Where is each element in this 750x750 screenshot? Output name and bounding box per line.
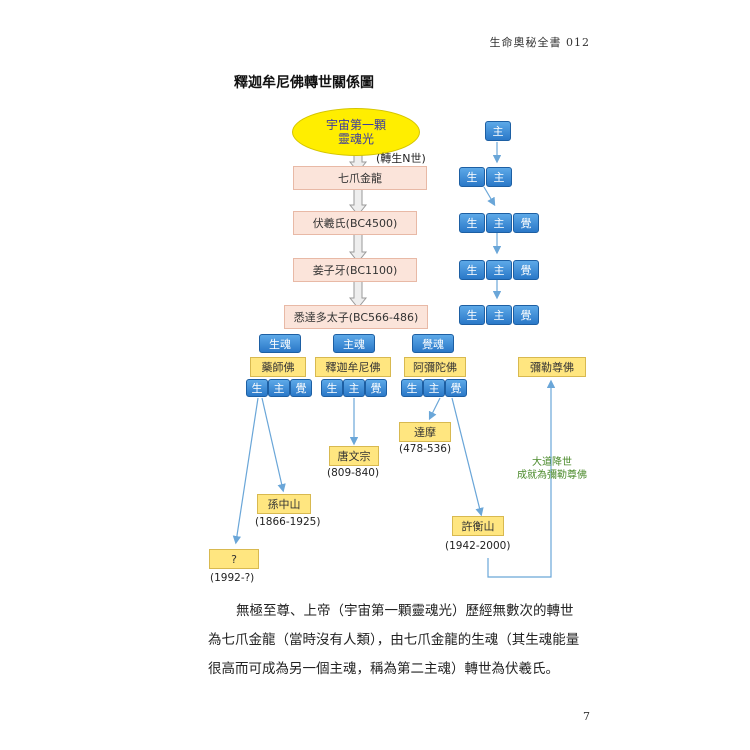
body-line-3: 很高而可成為另一個主魂，稱為第二主魂）轉世為伏羲氏。: [208, 661, 559, 677]
body-paragraph: 無極至尊、上帝（宇宙第一顆靈魂光）歷經無數次的轉世 為七爪金龍（當時沒有人類），…: [208, 597, 588, 684]
running-header: 生命奧秘全書 012: [489, 36, 590, 49]
amitabha-soul-zhu: 主: [423, 379, 445, 397]
chain-siddhartha: 悉達多太子(BC566-486): [284, 305, 428, 329]
origin-soul-light: 宇宙第一顆 靈魂光: [292, 108, 420, 156]
shakyamuni-soul-jue: 覺: [365, 379, 387, 397]
chain-arrow-3: [348, 233, 368, 263]
soul-type-sheng-hun: 生魂: [259, 334, 301, 353]
descendant-sun-yatsen: 孫中山: [257, 494, 311, 514]
descendant-lines: [232, 379, 556, 578]
right-soul-zhu-2: 主: [486, 167, 512, 187]
right-soul-jue-3: 覺: [513, 213, 539, 233]
chain-arrow-2: [348, 186, 368, 216]
medicine-soul-jue: 覺: [290, 379, 312, 397]
amitabha-soul-jue: 覺: [445, 379, 467, 397]
right-column-arrows: [483, 142, 502, 300]
descendant-sun-yatsen-years: (1866-1925): [255, 516, 321, 528]
buddha-medicine: 藥師佛: [250, 357, 306, 377]
maitreya-path-note: 大道降世 成就為彌勒尊佛: [507, 456, 597, 482]
right-soul-zhu-1: 主: [485, 121, 511, 141]
amitabha-soul-sheng: 生: [401, 379, 423, 397]
descendant-xu-hengshan-years: (1942-2000): [445, 540, 511, 552]
right-soul-zhu-4: 主: [486, 260, 512, 280]
reincarnation-note: (轉生N世): [376, 152, 426, 165]
medicine-soul-zhu: 主: [268, 379, 290, 397]
chain-arrow-4: [348, 279, 368, 309]
right-soul-jue-5: 覺: [513, 305, 539, 325]
descendant-unknown: ?: [209, 549, 259, 569]
path-note-line-1: 大道降世: [532, 457, 572, 468]
body-line-2: 為七爪金龍（當時沒有人類），由七爪金龍的生魂（其生魂能量: [208, 632, 580, 648]
buddha-amitabha: 阿彌陀佛: [404, 357, 466, 377]
diagram-title: 釋迦牟尼佛轉世關係圖: [234, 75, 374, 91]
page-number: 7: [583, 710, 590, 723]
soul-type-zhu-hun: 主魂: [333, 334, 375, 353]
chain-jiang-ziya: 姜子牙(BC1100): [293, 258, 417, 282]
buddha-shakyamuni: 釋迦牟尼佛: [315, 357, 391, 377]
chain-fuxi: 伏羲氏(BC4500): [293, 211, 417, 235]
right-soul-sheng-2: 生: [459, 167, 485, 187]
descendant-bodhidharma-years: (478-536): [399, 443, 452, 455]
origin-line-2: 靈魂光: [337, 132, 374, 146]
descendant-tang-wenzong-years: (809-840): [327, 467, 380, 479]
buddha-maitreya: 彌勒尊佛: [518, 357, 586, 377]
chain-arrows: [348, 143, 368, 309]
descendant-xu-hengshan: 許衡山: [452, 516, 504, 536]
path-note-line-2: 成就為彌勒尊佛: [517, 470, 587, 481]
body-line-1: 無極至尊、上帝（宇宙第一顆靈魂光）歷經無數次的轉世: [236, 603, 574, 619]
right-soul-sheng-3: 生: [459, 213, 485, 233]
descendant-bodhidharma: 達摩: [399, 422, 451, 442]
origin-line-1: 宇宙第一顆: [325, 118, 386, 132]
descendant-tang-wenzong: 唐文宗: [329, 446, 379, 466]
right-soul-jue-4: 覺: [513, 260, 539, 280]
shakyamuni-soul-zhu: 主: [343, 379, 365, 397]
soul-type-jue-hun: 覺魂: [412, 334, 454, 353]
right-soul-zhu-5: 主: [486, 305, 512, 325]
descendant-unknown-years: (1992-?): [210, 572, 255, 584]
right-soul-zhu-3: 主: [486, 213, 512, 233]
chain-seven-claw-dragon: 七爪金龍: [293, 166, 427, 190]
right-soul-sheng-5: 生: [459, 305, 485, 325]
medicine-soul-sheng: 生: [246, 379, 268, 397]
right-soul-sheng-4: 生: [459, 260, 485, 280]
shakyamuni-soul-sheng: 生: [321, 379, 343, 397]
